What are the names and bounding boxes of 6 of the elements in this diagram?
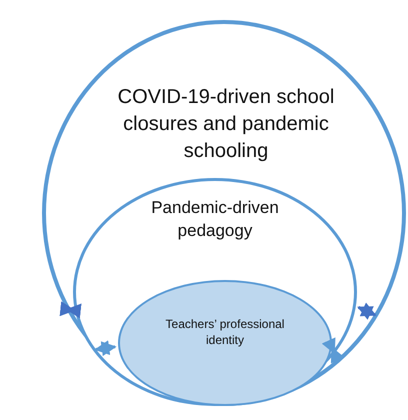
double-arrow — [357, 302, 376, 320]
node-label: COVID-19-driven school closures and pandemic schooling — [116, 85, 336, 164]
node-label: Teachers’ professional identity — [164, 316, 286, 348]
double-arrow — [60, 301, 82, 318]
node-label: Pandemic-driven pedagogy — [150, 197, 280, 242]
double-arrow — [94, 340, 117, 356]
